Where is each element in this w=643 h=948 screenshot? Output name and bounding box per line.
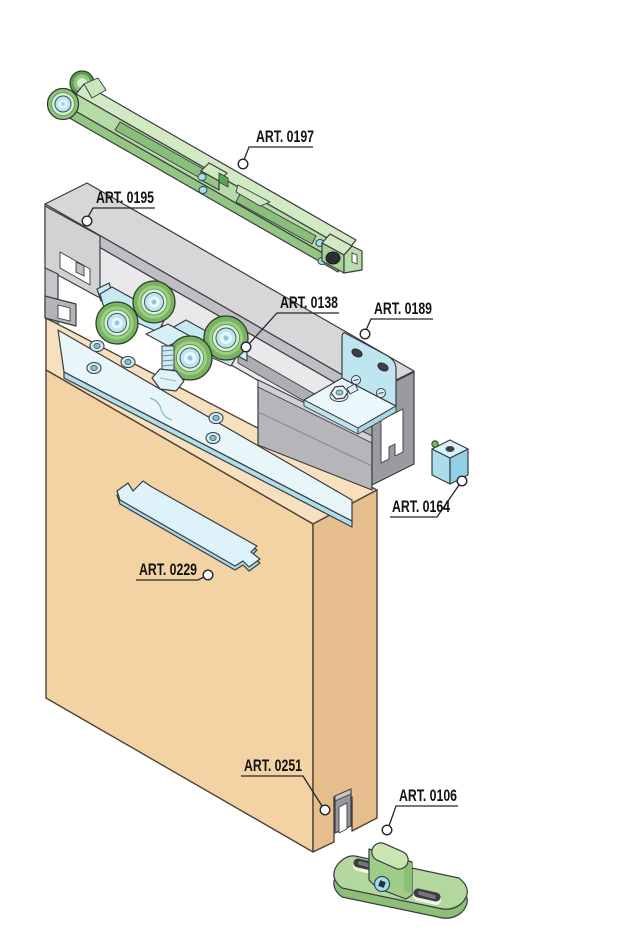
bottom-guide-channel [334, 788, 352, 834]
bracket-nut-hole [335, 389, 344, 396]
damper-assembly [46, 70, 363, 274]
guide-post-shade [404, 860, 412, 894]
threaded-stud [161, 345, 175, 371]
leader-dot [381, 824, 393, 836]
damper-end-hole [325, 251, 341, 265]
label-art-0189: ART. 0189 [359, 299, 433, 340]
svg-text:ART. 0106: ART. 0106 [399, 786, 457, 805]
wheel [132, 280, 176, 324]
spanner-top [116, 480, 261, 568]
hanger-plate-step [149, 397, 173, 421]
channel-slot [338, 802, 348, 834]
guide-screw [373, 875, 391, 893]
damper-end-face-left [83, 77, 107, 99]
block-screw [431, 440, 439, 448]
svg-text:ART. 0195: ART. 0195 [96, 188, 154, 207]
leader-dot [81, 215, 93, 227]
end-cap-slot [380, 408, 404, 464]
damper-pin [198, 186, 208, 194]
bracket-leg-edge-right [357, 405, 397, 435]
damper-end-box [321, 233, 363, 274]
spanner-tool [116, 480, 261, 572]
leader-dot [456, 475, 468, 487]
door-side-face [312, 489, 378, 853]
bracket-screw [351, 375, 361, 385]
leader-dot [202, 569, 214, 581]
wheel [95, 301, 139, 345]
wheel [203, 315, 249, 361]
damper-rear-wheel [69, 70, 95, 96]
damper-dart [235, 184, 271, 207]
angle-bracket [303, 332, 397, 435]
label-art-0106: ART. 0106 [381, 786, 458, 836]
svg-text:ART. 0138: ART. 0138 [280, 293, 338, 312]
label-art-0195: ART. 0195 [81, 188, 155, 227]
leader-dot [319, 804, 331, 816]
fascia-groove [257, 411, 373, 467]
leader-dot [359, 328, 371, 340]
bracket-tab [346, 383, 359, 395]
label-art-0229: ART. 0229 [136, 560, 214, 581]
leader-dot [237, 158, 249, 170]
roller-carriage [57, 280, 353, 528]
label-art-0251: ART. 0251 [241, 756, 331, 816]
leader-dot [240, 341, 252, 353]
damper-channel [235, 193, 317, 245]
block-hole [445, 446, 455, 452]
track-rail [44, 182, 415, 447]
labels: ART. 0197 ART. 0195 ART. 0138 ART. 0189 … [81, 127, 468, 836]
hanger-plate-top [57, 329, 353, 522]
svg-text:ART. 0251: ART. 0251 [244, 756, 302, 775]
bracket-hole [351, 348, 363, 358]
svg-text:ART. 0189: ART. 0189 [374, 299, 432, 318]
svg-text:ART. 0229: ART. 0229 [139, 560, 197, 579]
channel-top [334, 788, 352, 802]
guide-slot-right [413, 888, 441, 905]
clamp-block [431, 439, 469, 485]
rail-left-foot-notch [57, 304, 71, 322]
label-art-0138: ART. 0138 [240, 293, 339, 353]
bracket-screw [376, 388, 386, 398]
rail-left-cut-slot [59, 251, 91, 286]
damper-end-slot [351, 252, 358, 265]
svg-text:ART. 0197: ART. 0197 [256, 127, 314, 146]
svg-text:ART. 0164: ART. 0164 [392, 497, 450, 516]
damper-pin [197, 173, 207, 181]
wheel [167, 335, 213, 381]
rail-left-cut-hook [75, 261, 85, 277]
guide-post-top [371, 842, 409, 870]
floor-guide [333, 842, 468, 919]
label-art-0197: ART. 0197 [237, 127, 314, 170]
plate-screws [86, 339, 224, 445]
bracket-hole [377, 362, 389, 372]
label-art-0164: ART. 0164 [390, 475, 468, 518]
damper-front-wheel [46, 87, 80, 121]
